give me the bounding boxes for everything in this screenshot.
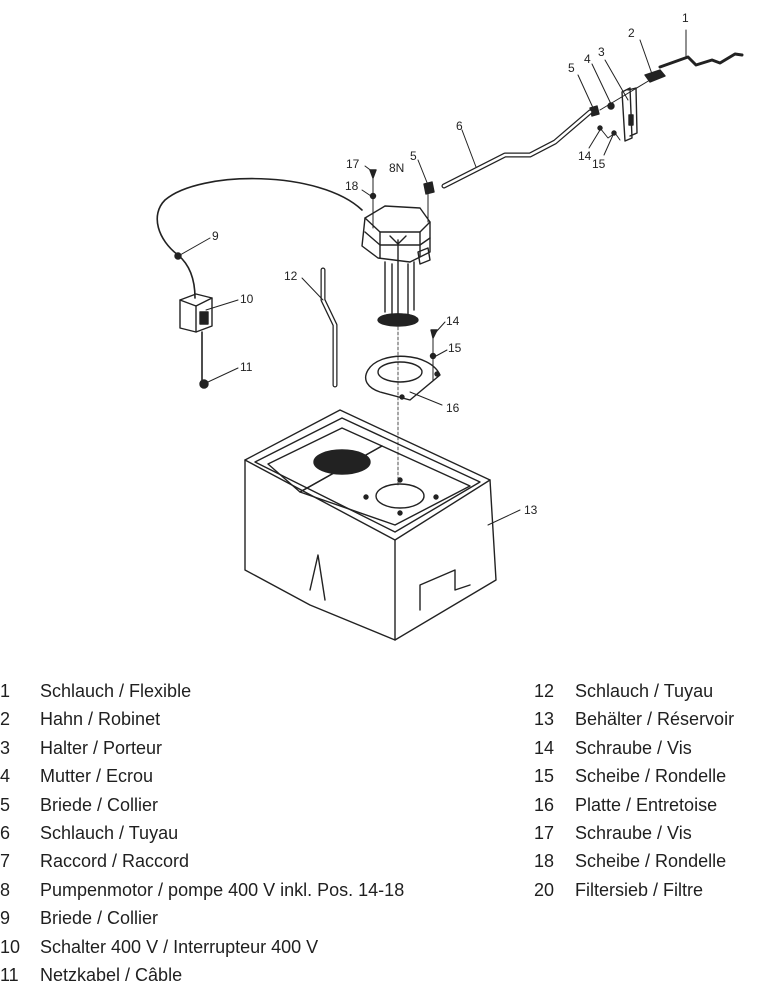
callout-16: 16 xyxy=(446,401,460,415)
holder-bracket-part xyxy=(604,59,638,142)
callout-2: 2 xyxy=(628,26,635,40)
callout-12: 12 xyxy=(284,269,298,283)
cable-clamp-part xyxy=(174,252,182,260)
flexible-hose-part xyxy=(658,29,744,69)
exploded-parts-diagram: 1 2 3 4 5 14 15 6 5 8N 17 18 9 10 11 12 … xyxy=(156,11,744,641)
callout-3: 3 xyxy=(598,45,605,59)
callout-4: 4 xyxy=(584,52,591,66)
switch-box-part xyxy=(179,293,239,333)
callout-5-upper: 5 xyxy=(568,61,575,75)
callout-14-upper: 14 xyxy=(578,149,592,163)
callout-5-lower: 5 xyxy=(410,149,417,163)
callout-10: 10 xyxy=(240,292,254,306)
callout-8n: 8N xyxy=(389,161,404,175)
power-cable-plug xyxy=(199,379,209,389)
tap-part xyxy=(639,39,666,83)
callout-15-lower: 15 xyxy=(448,341,462,355)
callout-13: 13 xyxy=(524,503,538,517)
callout-11: 11 xyxy=(240,360,253,374)
tube-part xyxy=(301,267,338,388)
plate-part xyxy=(364,355,443,406)
callout-15-upper: 15 xyxy=(592,157,606,171)
clamp-part-left xyxy=(417,159,435,223)
callout-14-lower: 14 xyxy=(446,314,460,328)
callout-1: 1 xyxy=(682,11,689,25)
pump-motor-part xyxy=(361,205,431,327)
callout-9: 9 xyxy=(212,229,219,243)
callout-18: 18 xyxy=(345,179,359,193)
callout-17: 17 xyxy=(346,157,360,171)
callout-6: 6 xyxy=(456,119,463,133)
pipe-part xyxy=(441,109,593,189)
reservoir-tank-part xyxy=(244,409,521,641)
clamp-part-right xyxy=(577,74,600,117)
